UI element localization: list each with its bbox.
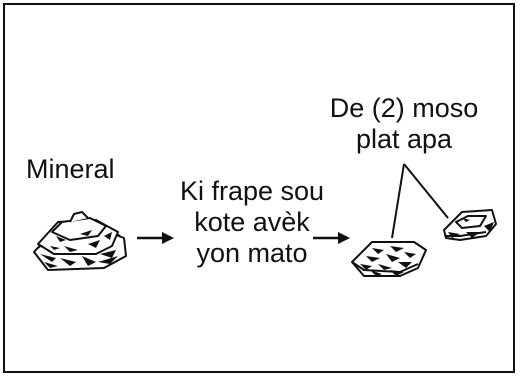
mineral-sample-icon [33,211,127,271]
label-action-line-3: yon mato [196,238,308,268]
label-result-line-2: plat apa [355,124,453,154]
label-result-line-1: De (2) moso [329,93,479,123]
label-action: Ki frape sou kote avèk yon mato [162,176,342,269]
label-mineral: Mineral [26,154,115,184]
label-result: De (2) moso plat apa [306,93,502,155]
arrow-right-icon [313,232,350,244]
pointer-lines [391,163,449,239]
flat-flake-icon [351,241,427,277]
flat-flake-icon [443,209,497,241]
diagram-frame [3,3,515,373]
arrow-right-icon [137,232,174,244]
label-action-line-1: Ki frape sou [179,176,325,206]
label-action-line-2: kote avèk [194,207,310,237]
